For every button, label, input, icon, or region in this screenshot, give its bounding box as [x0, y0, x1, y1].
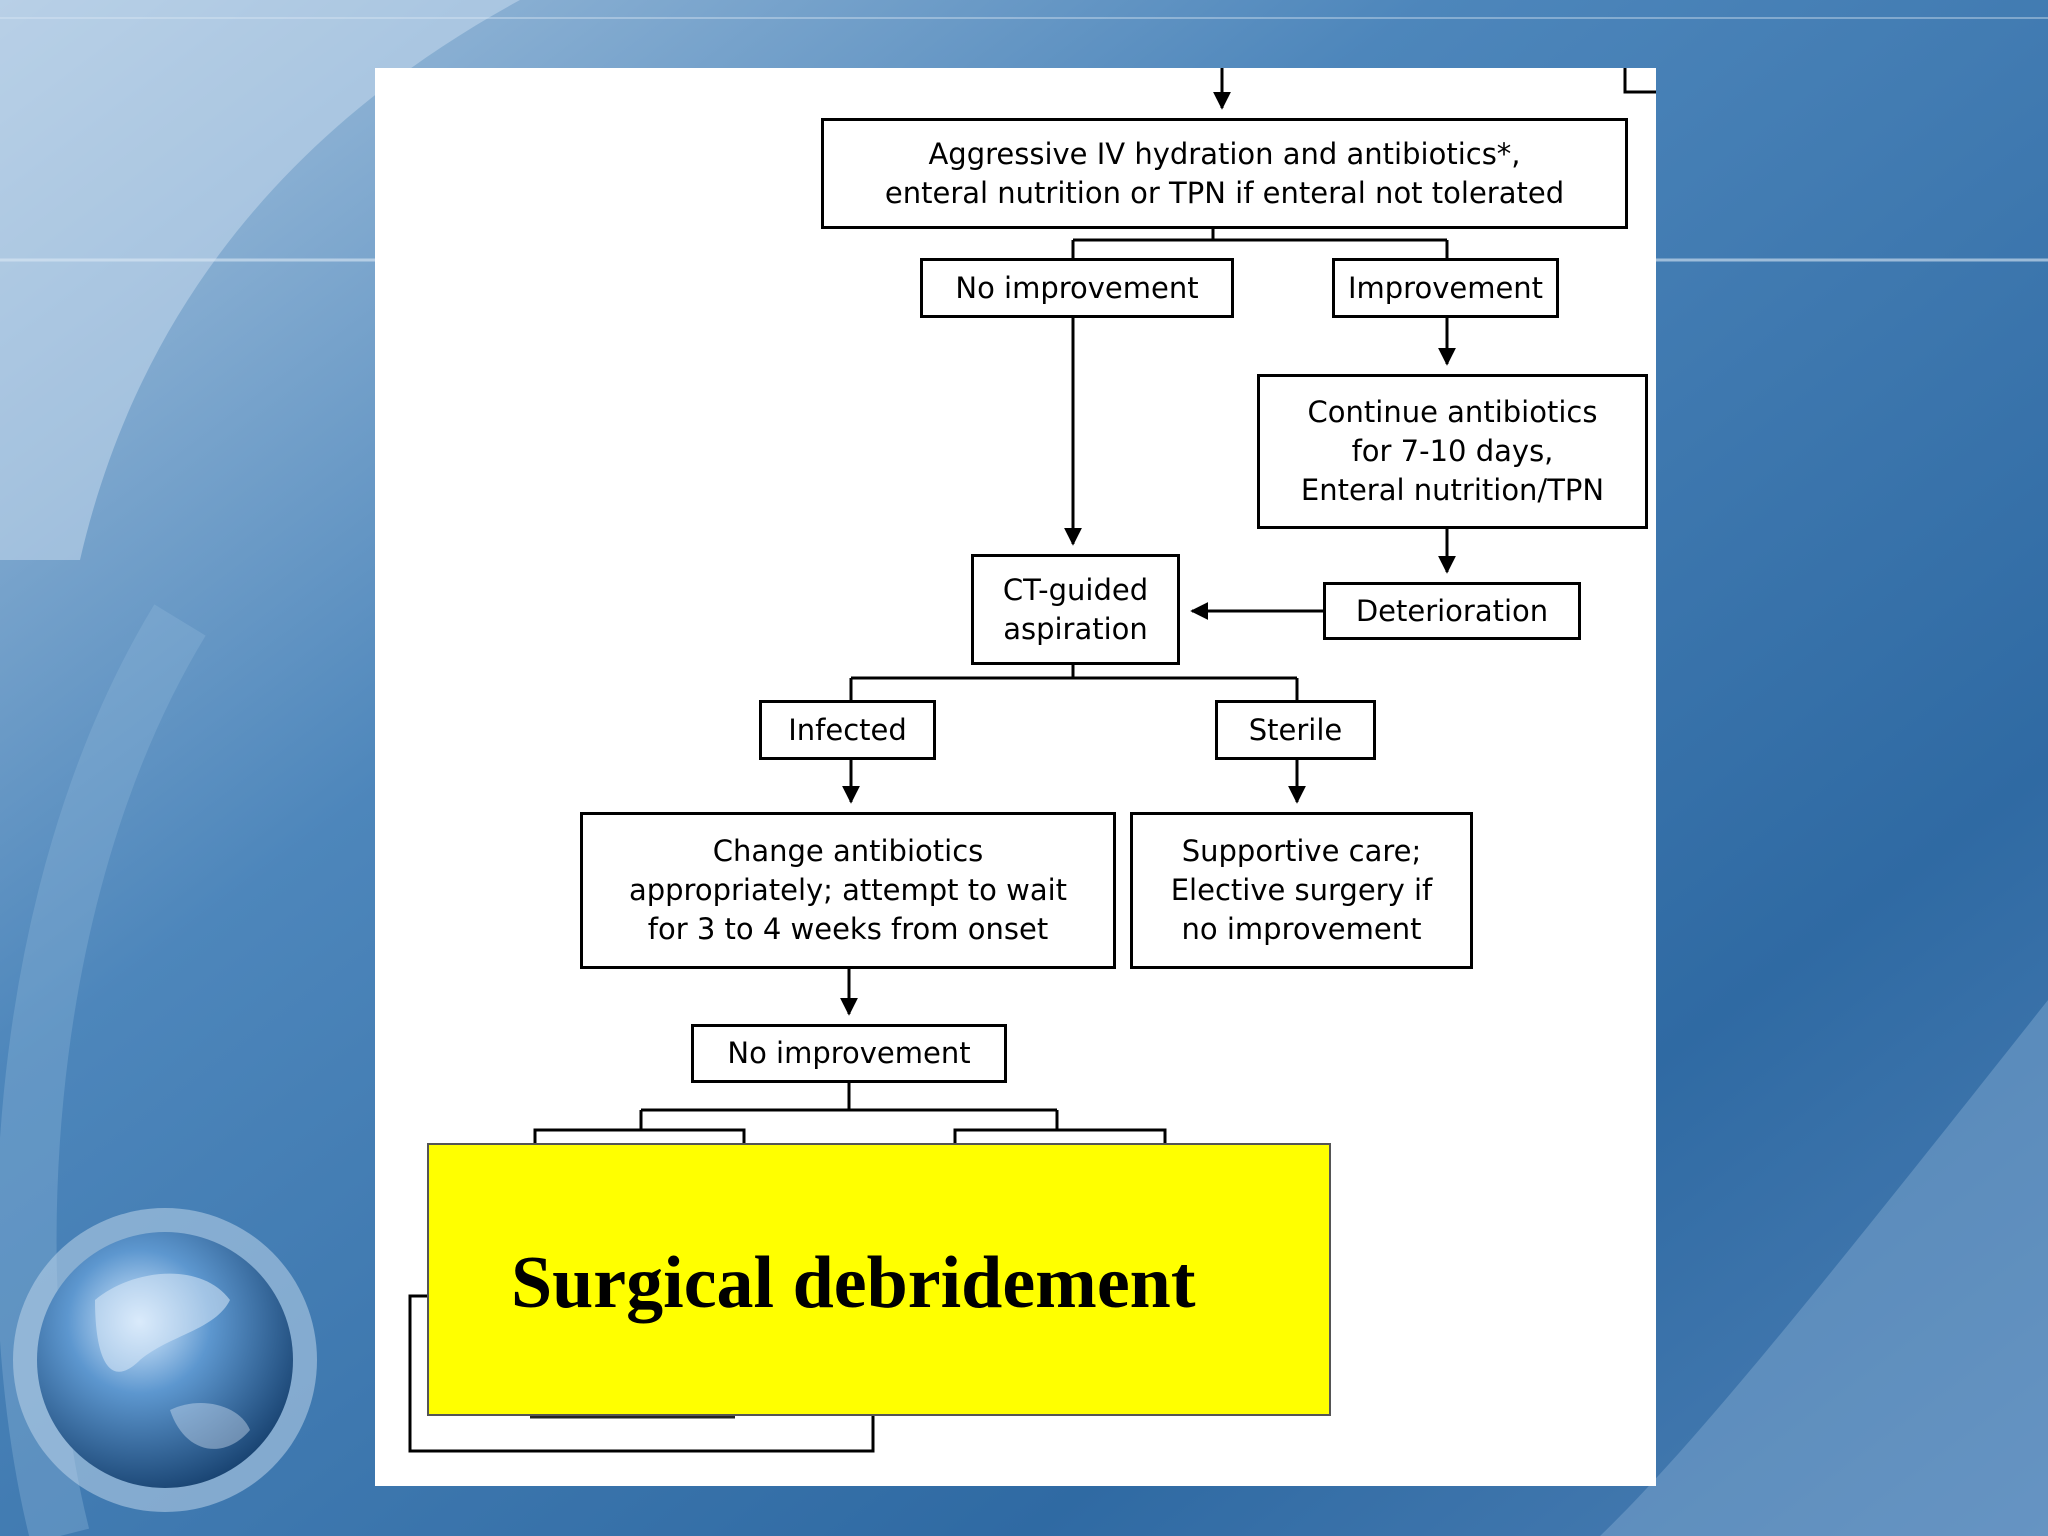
- globe-icon: [37, 1232, 293, 1488]
- ct-guided-aspiration-step: CT-guided aspiration: [971, 554, 1180, 665]
- sterile-node: Sterile: [1215, 700, 1376, 760]
- supportive-care-step: Supportive care; Elective surgery if no …: [1130, 812, 1473, 969]
- hydration-step: Aggressive IV hydration and antibiotics*…: [821, 118, 1628, 229]
- change-antibiotics-step: Change antibiotics appropriately; attemp…: [580, 812, 1116, 969]
- no-improvement-node-2: No improvement: [691, 1024, 1007, 1083]
- no-improvement-node: No improvement: [920, 258, 1234, 318]
- surgical-debridement-callout: Surgical debridement: [427, 1143, 1331, 1416]
- improvement-node: Improvement: [1332, 258, 1559, 318]
- callout-text: Surgical debridement: [511, 1242, 1196, 1324]
- continue-antibiotics-step: Continue antibiotics for 7-10 days, Ente…: [1257, 374, 1648, 529]
- infected-node: Infected: [759, 700, 936, 760]
- deterioration-node: Deterioration: [1323, 582, 1581, 640]
